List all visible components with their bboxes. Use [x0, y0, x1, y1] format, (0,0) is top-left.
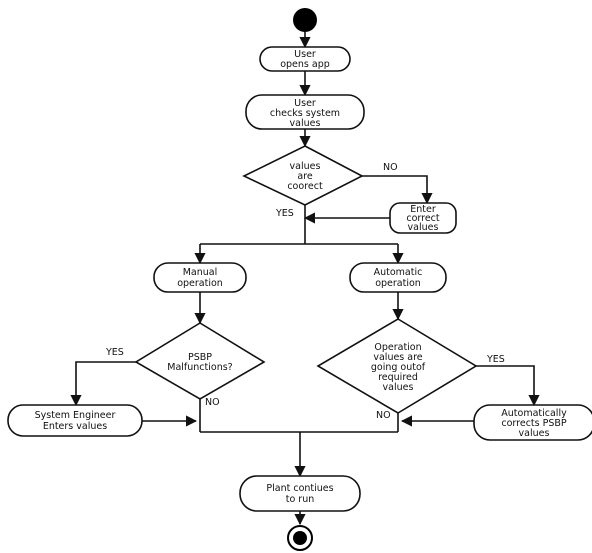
node-text: Operation: [374, 342, 421, 353]
node-text: opens app: [280, 59, 330, 70]
node-auto-corrects-psbp: Automatically corrects PSBP values: [473, 404, 592, 441]
node-text: Malfunctions?: [167, 362, 232, 373]
node-text: required: [378, 372, 418, 383]
end-node: [287, 525, 313, 551]
start-node: [293, 8, 317, 32]
node-text: Automatically: [501, 408, 567, 419]
node-system-engineer-enters: System Engineer Enters values: [7, 404, 143, 437]
node-manual-operation: Manual operation: [153, 262, 247, 293]
node-text: User: [294, 98, 316, 109]
node-text: System Engineer: [35, 410, 116, 421]
node-text: User: [294, 49, 316, 60]
node-text: Manual: [183, 267, 218, 278]
node-text: values: [290, 118, 321, 129]
decision-values-correct: values are coorect: [242, 145, 364, 206]
node-text: Plant contiues: [266, 483, 333, 494]
flow-decision-no: [362, 175, 433, 205]
node-text: values: [383, 382, 414, 393]
node-text: going outof: [371, 362, 426, 373]
flow-psbp-yes: [70, 361, 136, 407]
node-user-checks-values: User checks system values: [245, 94, 365, 130]
node-text: values: [519, 428, 550, 439]
node-text: Automatic: [374, 267, 423, 278]
node-text: corrects PSBP: [501, 418, 567, 429]
node-text: values: [290, 161, 321, 172]
node-enter-correct-values: Enter correct values: [389, 202, 457, 234]
node-text: operation: [375, 278, 421, 289]
node-plant-continues: Plant contiues to run: [239, 475, 361, 512]
node-text: to run: [286, 494, 315, 505]
decision-operation-values: Operation values are going outof require…: [316, 318, 478, 414]
edge-label-no: NO: [376, 410, 391, 421]
node-text: Enters values: [43, 421, 107, 432]
decision-psbp-malfunctions: PSBP Malfunctions?: [134, 322, 266, 400]
node-text: values: [408, 222, 439, 233]
edge-label-no: NO: [383, 162, 398, 173]
node-text: values are: [373, 352, 422, 363]
flow-operation-yes: [476, 365, 540, 407]
edge-label-yes: YES: [275, 208, 294, 219]
node-text: PSBP: [188, 352, 212, 363]
node-text: checks system: [270, 108, 340, 119]
node-text: correct: [406, 213, 440, 224]
node-automatic-operation: Automatic operation: [349, 262, 447, 293]
edge-label-no: NO: [205, 397, 220, 408]
flow-lines: [70, 32, 540, 526]
node-text: Enter: [410, 204, 436, 215]
edge-label-yes: YES: [486, 354, 505, 365]
node-user-opens-app: User opens app: [259, 46, 351, 72]
node-text: are: [297, 171, 313, 182]
node-text: coorect: [287, 181, 323, 192]
edge-label-yes: YES: [105, 347, 124, 358]
node-text: operation: [177, 278, 223, 289]
